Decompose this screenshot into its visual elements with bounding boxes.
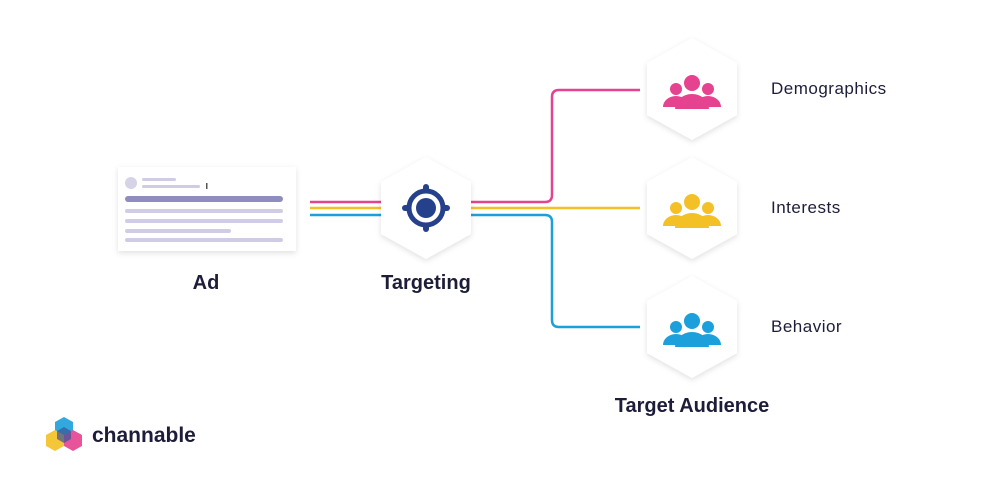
channable-logo-icon: [46, 417, 82, 451]
crosshair-icon: [402, 184, 450, 232]
ad-card: [118, 167, 296, 251]
line-demographics: [310, 88, 640, 204]
line-behavior: [310, 213, 640, 329]
brand-name: channable: [92, 424, 196, 447]
category-behavior: Behavior: [771, 317, 843, 336]
targeting-label: Targeting: [381, 272, 471, 294]
connector-lines: [310, 88, 640, 329]
target-audience-title: Target Audience: [614, 395, 770, 417]
category-demographics: Demographics: [771, 79, 887, 98]
ad-label: Ad: [192, 272, 220, 294]
category-interests: Interests: [771, 198, 841, 217]
